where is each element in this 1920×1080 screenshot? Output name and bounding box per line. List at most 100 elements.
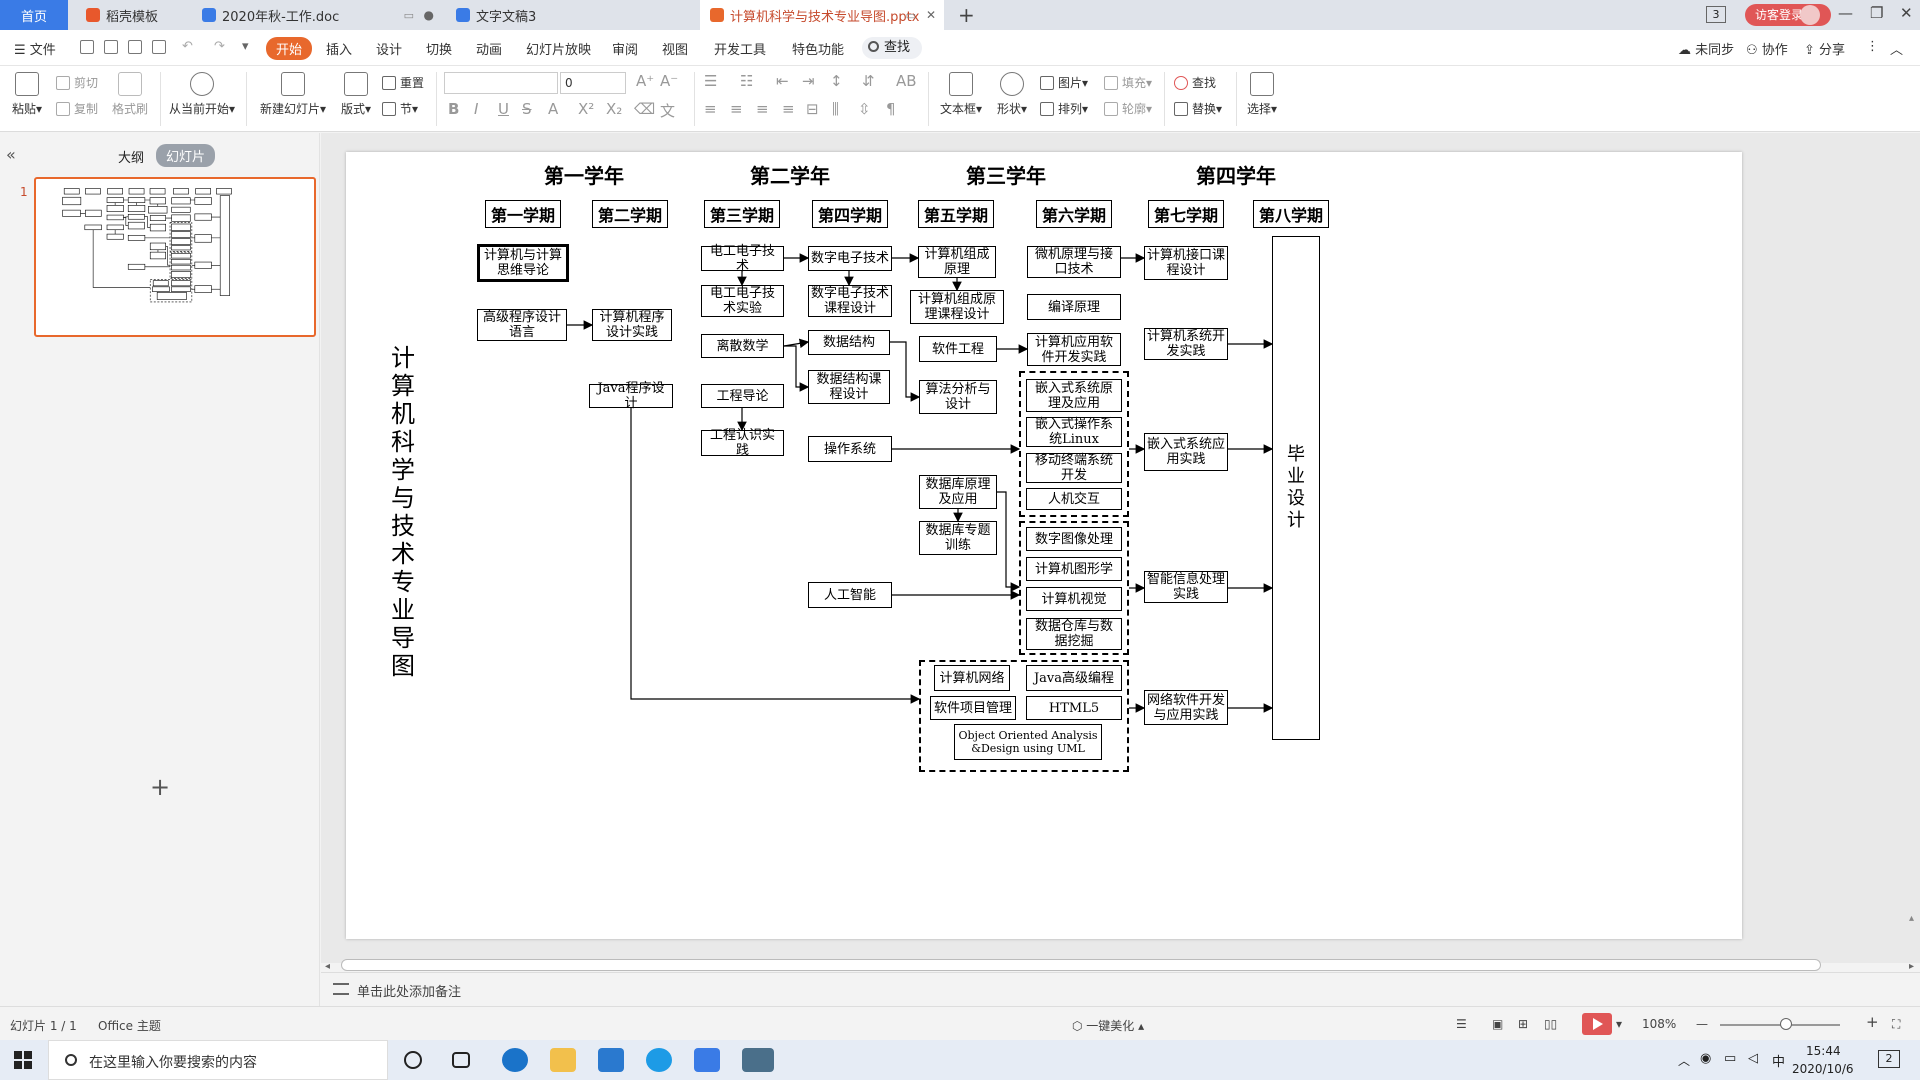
reset-button[interactable]: 重置	[382, 74, 424, 91]
cortana-icon[interactable]	[404, 1051, 422, 1069]
indent-icon[interactable]: ⇥	[802, 72, 815, 90]
zoom-out-icon[interactable]: —	[1696, 1017, 1708, 1031]
normal-view-icon[interactable]: ▣	[1492, 1017, 1504, 1031]
command-search[interactable]: 查找	[862, 37, 922, 59]
slide-thumbnail[interactable]	[34, 177, 316, 337]
network-icon[interactable]: ▭	[1724, 1051, 1737, 1066]
font-name-select[interactable]	[444, 72, 558, 94]
paste-button[interactable]: 粘贴▾	[10, 72, 44, 117]
pin-icon[interactable]: ▭	[403, 8, 414, 22]
minimize-icon[interactable]: —	[1838, 4, 1853, 22]
mail-icon[interactable]	[598, 1048, 624, 1072]
grow-font-icon[interactable]: A⁺	[636, 72, 655, 90]
customize-toolbar-icon[interactable]: ▾	[242, 39, 249, 54]
tab-work-doc[interactable]: 2020年秋-工作.doc▭●	[192, 0, 442, 30]
notes-pane[interactable]: 单击此处添加备注	[321, 972, 1920, 1004]
avatar[interactable]	[1800, 5, 1820, 25]
tab-pptx-active[interactable]: 计算机科学与技术专业导图.pptx▭✕	[700, 0, 944, 30]
more-icon[interactable]: ⋮	[1866, 39, 1879, 54]
windows-start-icon[interactable]	[14, 1051, 32, 1069]
slideshow-play-button[interactable]	[1582, 1013, 1612, 1035]
collab-button[interactable]: ⚇ 协作	[1746, 43, 1788, 58]
bullet-list-icon[interactable]: ☰	[704, 72, 718, 90]
file-explorer-icon[interactable]	[550, 1048, 576, 1072]
browser-icon[interactable]	[646, 1048, 672, 1072]
scroll-up-icon[interactable]: ▴	[1909, 913, 1915, 924]
zoom-in-icon[interactable]: +	[1866, 1013, 1879, 1031]
font-color-icon[interactable]: A	[548, 100, 559, 118]
clock-date[interactable]: 2020/10/6	[1792, 1062, 1854, 1076]
tab-home[interactable]: 首页	[0, 0, 68, 30]
tray-expand-icon[interactable]: ︿	[1678, 1054, 1691, 1068]
outline-button[interactable]: 轮廓▾	[1104, 100, 1152, 117]
fit-window-icon[interactable]: ⛶	[1892, 1017, 1901, 1031]
vertical-align-icon[interactable]: ⇳	[858, 100, 871, 118]
task-view-icon[interactable]	[452, 1052, 470, 1068]
export-icon[interactable]	[104, 40, 118, 54]
menu-transition[interactable]: 切换	[426, 43, 453, 58]
edge-icon[interactable]	[502, 1048, 528, 1072]
underline-icon[interactable]: U	[498, 100, 509, 118]
close-window-icon[interactable]: ✕	[1900, 4, 1913, 22]
play-from-current-button[interactable]: 从当前开始▾	[166, 72, 238, 117]
collapse-panel-icon[interactable]: «	[6, 145, 16, 164]
layout-button[interactable]: 版式▾	[338, 72, 374, 117]
textbox-button[interactable]: 文本框▾	[936, 72, 986, 117]
zoom-slider-handle[interactable]	[1780, 1018, 1792, 1030]
beautify-button[interactable]: ⬡ 一键美化 ▴	[1072, 1019, 1145, 1033]
menu-insert[interactable]: 插入	[326, 43, 353, 58]
menu-design[interactable]: 设计	[376, 43, 403, 58]
menu-start[interactable]: 开始	[266, 37, 313, 60]
phonetic-icon[interactable]: 文	[660, 102, 676, 120]
print-icon[interactable]	[128, 40, 142, 54]
clear-format-icon[interactable]: ⌫	[634, 100, 656, 118]
section-button[interactable]: 节▾	[382, 100, 418, 117]
scroll-right-icon[interactable]: ▸	[1909, 961, 1915, 972]
add-slide-button[interactable]: +	[150, 773, 171, 801]
menu-animation[interactable]: 动画	[476, 43, 503, 58]
superscript-icon[interactable]: X²	[578, 100, 595, 118]
italic-icon[interactable]: I	[474, 100, 479, 118]
sorter-view-icon[interactable]: ⊞	[1518, 1017, 1529, 1031]
menu-special[interactable]: 特色功能	[792, 43, 845, 58]
shape-button[interactable]: 形状▾	[992, 72, 1032, 117]
strike-icon[interactable]: S	[522, 100, 532, 118]
share-button[interactable]: ⇪ 分享	[1804, 43, 1846, 58]
menu-slideshow[interactable]: 幻灯片放映	[526, 43, 592, 58]
ime-indicator[interactable]: 中	[1772, 1055, 1786, 1070]
numbered-list-icon[interactable]: ☷	[740, 72, 754, 90]
undo-icon[interactable]: ↶	[182, 39, 193, 54]
close-tab-icon[interactable]: ✕	[925, 8, 936, 22]
notes-toggle-icon[interactable]: ☰	[1456, 1017, 1467, 1031]
align-right-icon[interactable]: ≡	[756, 100, 769, 118]
taskbar-search[interactable]: 在这里输入你要搜索的内容	[48, 1040, 388, 1080]
font-size-select[interactable]: 0	[560, 72, 626, 94]
sync-status[interactable]: ☁ 未同步	[1678, 43, 1735, 58]
align-left-icon[interactable]: ≡	[704, 100, 717, 118]
picture-button[interactable]: 图片▾	[1040, 74, 1088, 91]
bold-icon[interactable]: B	[448, 100, 460, 118]
volume-icon[interactable]: ◁	[1748, 1051, 1758, 1066]
qq-icon[interactable]: ◉	[1700, 1051, 1712, 1066]
play-options-icon[interactable]: ▾	[1616, 1017, 1623, 1031]
restore-icon[interactable]: ❐	[1870, 4, 1884, 22]
save-icon[interactable]	[80, 40, 94, 54]
wps-writer-icon[interactable]	[694, 1048, 720, 1072]
line-spacing-icon[interactable]: ⇵	[862, 72, 875, 90]
justify-icon[interactable]: ≡	[782, 100, 795, 118]
slide-canvas[interactable]: 计算机科学与技术专业导图 第一学年 第二学年 第三学年 第四学年 第一学期 第二…	[346, 152, 1742, 939]
copy-button[interactable]: 复制	[56, 100, 98, 117]
preview-icon[interactable]	[152, 40, 166, 54]
menu-review[interactable]: 审阅	[612, 43, 639, 58]
fill-button[interactable]: 填充▾	[1104, 74, 1152, 91]
photo-app-icon[interactable]	[742, 1048, 774, 1072]
tab-text-doc[interactable]: 文字文稿3	[446, 0, 694, 30]
reading-view-icon[interactable]: ▯▯	[1544, 1017, 1558, 1031]
subscript-icon[interactable]: X₂	[606, 100, 623, 118]
theme-name[interactable]: Office 主题	[98, 1019, 161, 1033]
tab-outline[interactable]: 大纲	[118, 151, 145, 166]
find-button[interactable]: 查找	[1174, 74, 1216, 91]
sort-icon[interactable]: ↕	[830, 72, 843, 90]
scroll-left-icon[interactable]: ◂	[325, 961, 331, 972]
replace-button[interactable]: 替换▾	[1174, 100, 1222, 117]
